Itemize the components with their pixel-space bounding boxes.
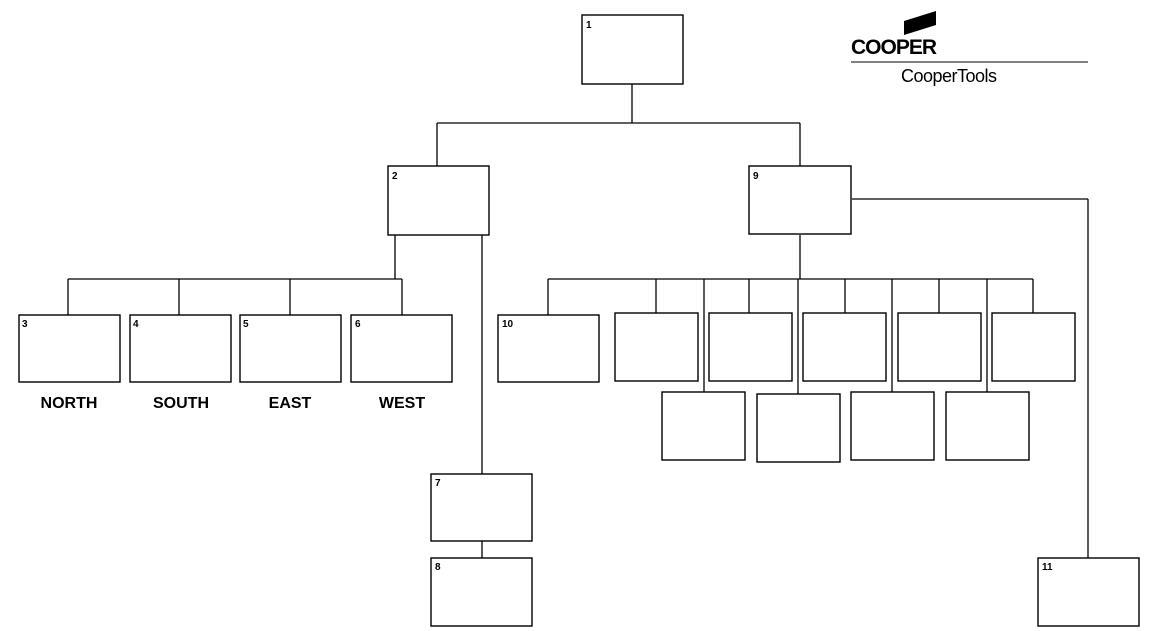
box-4-number: 4 — [133, 319, 139, 330]
region-label-east: EAST — [269, 395, 312, 412]
box-5-number: 5 — [243, 319, 249, 330]
box-1: 1 — [581, 14, 684, 85]
logo-mark-icon — [904, 11, 936, 35]
box-2: 2 — [387, 165, 490, 236]
region-label-west: WEST — [379, 395, 425, 412]
box-1-number: 1 — [586, 20, 592, 31]
box-2-number: 2 — [392, 171, 398, 182]
box-unnumbered — [991, 312, 1076, 382]
cooper-logo: COOPER CooperTools — [851, 11, 1088, 86]
box-9-number: 9 — [753, 171, 759, 182]
box-unnumbered — [756, 393, 841, 463]
box-3: 3 — [18, 314, 121, 383]
logo-sub-text: CooperTools — [901, 66, 997, 86]
box-unnumbered — [897, 312, 982, 382]
box-unnumbered — [614, 312, 699, 382]
box-10-number: 10 — [502, 319, 514, 330]
box-unnumbered — [708, 312, 793, 382]
box-9: 9 — [748, 165, 852, 235]
logo-brand-text: COOPER — [851, 36, 937, 59]
box-7-number: 7 — [435, 478, 441, 489]
box-4: 4 — [129, 314, 232, 383]
box-6: 6 — [350, 314, 453, 383]
box-11-number: 11 — [1042, 562, 1053, 573]
box-11: 11 — [1037, 557, 1140, 627]
box-7: 7 — [430, 473, 533, 542]
box-8-number: 8 — [435, 562, 441, 573]
region-label-south: SOUTH — [153, 395, 209, 412]
box-unnumbered — [661, 391, 746, 461]
box-5: 5 — [239, 314, 342, 383]
box-6-number: 6 — [355, 319, 361, 330]
box-10: 10 — [497, 314, 600, 383]
box-unnumbered — [802, 312, 887, 382]
region-label-north: NORTH — [41, 395, 98, 412]
box-8: 8 — [430, 557, 533, 627]
box-3-number: 3 — [22, 319, 28, 330]
box-unnumbered — [945, 391, 1030, 461]
connectors — [67, 84, 1089, 558]
box-unnumbered — [850, 391, 935, 461]
